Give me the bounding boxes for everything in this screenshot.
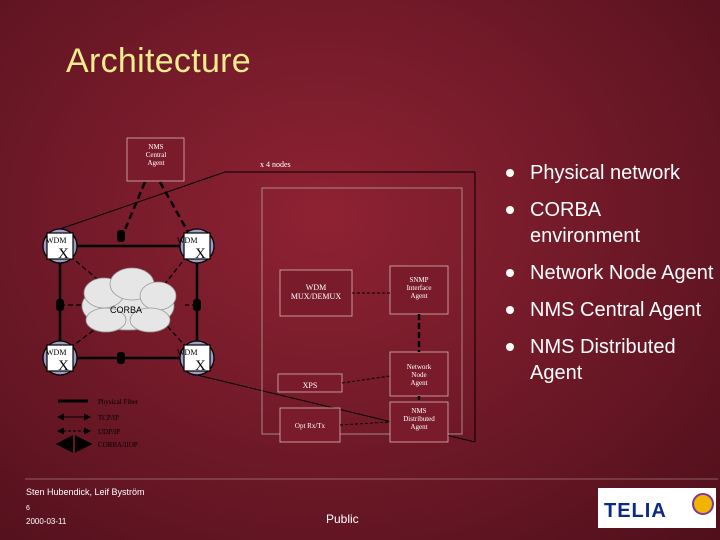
network-node-agent-box <box>389 351 449 397</box>
link-central-left <box>122 181 147 233</box>
switch-glyph-bl: X <box>58 358 69 374</box>
wdm-node-bottom-right: WDM X <box>177 340 215 376</box>
switch-glyph-tl: X <box>58 246 69 262</box>
sun-icon <box>692 493 714 515</box>
bullet-dot-icon <box>506 306 514 314</box>
wdm-node-top-left: WDM X <box>42 228 78 264</box>
internal-links <box>339 292 421 426</box>
bullet-item: NMS Distributed Agent <box>500 334 715 386</box>
bullet-text: CORBA environment <box>530 199 641 247</box>
footer-classification: Public <box>326 512 359 526</box>
bullet-text: NMS Central Agent <box>530 299 702 321</box>
telia-logo: TELIA <box>598 488 716 528</box>
nms-central-box <box>126 137 185 182</box>
ring-connectors <box>56 230 201 364</box>
corba-label: CORBA <box>110 305 142 315</box>
corba-cloud <box>81 267 177 333</box>
wdm-label-tl: WDM <box>46 236 66 245</box>
bullet-dot-icon <box>506 169 514 177</box>
opt-rxtx-label: Opt Rx/Tx <box>295 422 326 430</box>
opt-rxtx-box <box>279 407 341 443</box>
bullet-text: Network Node Agent <box>530 262 714 284</box>
legend-corba-iiop: CORBA/IIOP <box>98 441 138 449</box>
xps-label: XPS <box>303 381 318 390</box>
wdm-label-br: WDM <box>177 348 197 357</box>
legend: Physical Fiber TCP/IP UDP/IP CORBA/IIOP <box>55 398 139 453</box>
bullet-dot-icon <box>506 206 514 214</box>
bullet-item: Physical network <box>500 160 715 186</box>
bullet-item: NMS Central Agent <box>500 297 715 323</box>
bullet-item: CORBA environment <box>500 197 715 249</box>
bullet-dot-icon <box>506 269 514 277</box>
wdm-label-bl: WDM <box>46 348 66 357</box>
bullet-text: NMS Distributed Agent <box>530 336 676 384</box>
link-central-right <box>158 181 190 233</box>
wdm-muxdemux-box <box>279 269 353 317</box>
footer-date: 2000-03-11 <box>26 517 67 526</box>
wdm-node-top-right: WDM X <box>177 228 215 264</box>
bullet-item: Network Node Agent <box>500 260 715 286</box>
bullet-text: Physical network <box>530 162 681 184</box>
nms-distributed-box <box>389 401 449 443</box>
switch-glyph-tr: X <box>195 246 206 262</box>
logo-text: TELIA <box>604 500 667 522</box>
node-count-label: x 4 nodes <box>260 160 291 169</box>
footer-authors: Sten Hubendick, Leif Byström <box>26 487 145 497</box>
node-detail-frame <box>261 187 463 435</box>
bullet-dot-icon <box>506 343 514 351</box>
footer-page-number: 6 <box>26 505 30 512</box>
wdm-node-bottom-left: WDM X <box>42 340 78 376</box>
snmp-agent-box <box>389 265 449 315</box>
wdm-label-tr: WDM <box>177 236 197 245</box>
legend-tcpip: TCP/IP <box>98 414 119 422</box>
page-title: Architecture <box>66 42 252 80</box>
bullet-list: Physical network CORBA environment Netwo… <box>500 160 715 397</box>
legend-udpip: UDP/IP <box>98 428 120 436</box>
switch-glyph-br: X <box>195 358 206 374</box>
legend-physical-fiber: Physical Fiber <box>98 398 139 406</box>
